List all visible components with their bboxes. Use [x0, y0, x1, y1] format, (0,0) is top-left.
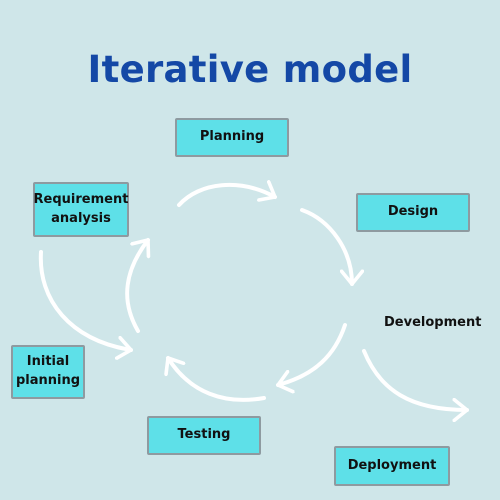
stage-deployment: Deployment [334, 446, 450, 486]
stage-initial-planning: Initial planning [11, 345, 85, 399]
stage-initial-line2: planning [15, 373, 81, 388]
stage-planning: Planning [175, 118, 289, 157]
diagram-title: Iterative model [87, 48, 413, 91]
stage-testing-label: Testing [177, 427, 231, 443]
arrow-to-testing [276, 323, 347, 385]
stage-planning-label: Planning [199, 129, 265, 145]
arrow-to-design [177, 185, 277, 207]
stage-initial-planning-label: Initial planning [16, 353, 80, 391]
stage-development-label: Development [384, 315, 482, 330]
stage-requirement-line1: Requirement [33, 191, 129, 207]
stage-requirement-analysis-label: Requirement analysis [34, 191, 129, 229]
stage-deployment-label: Deployment [347, 457, 437, 473]
arrow-to-loop-left [168, 356, 266, 402]
stage-testing: Testing [147, 416, 261, 455]
stage-design-label: Design [387, 204, 439, 220]
arrow-from-requirement [38, 250, 133, 350]
stage-requirement-line2: analysis [51, 210, 111, 226]
stage-design: Design [356, 193, 470, 232]
arrow-to-development [300, 208, 352, 286]
stage-requirement-analysis: Requirement analysis [33, 182, 129, 237]
arrow-up-to-planning [125, 238, 148, 333]
arrow-to-deployment [362, 349, 469, 410]
stage-initial-line1: Initial [26, 354, 70, 370]
